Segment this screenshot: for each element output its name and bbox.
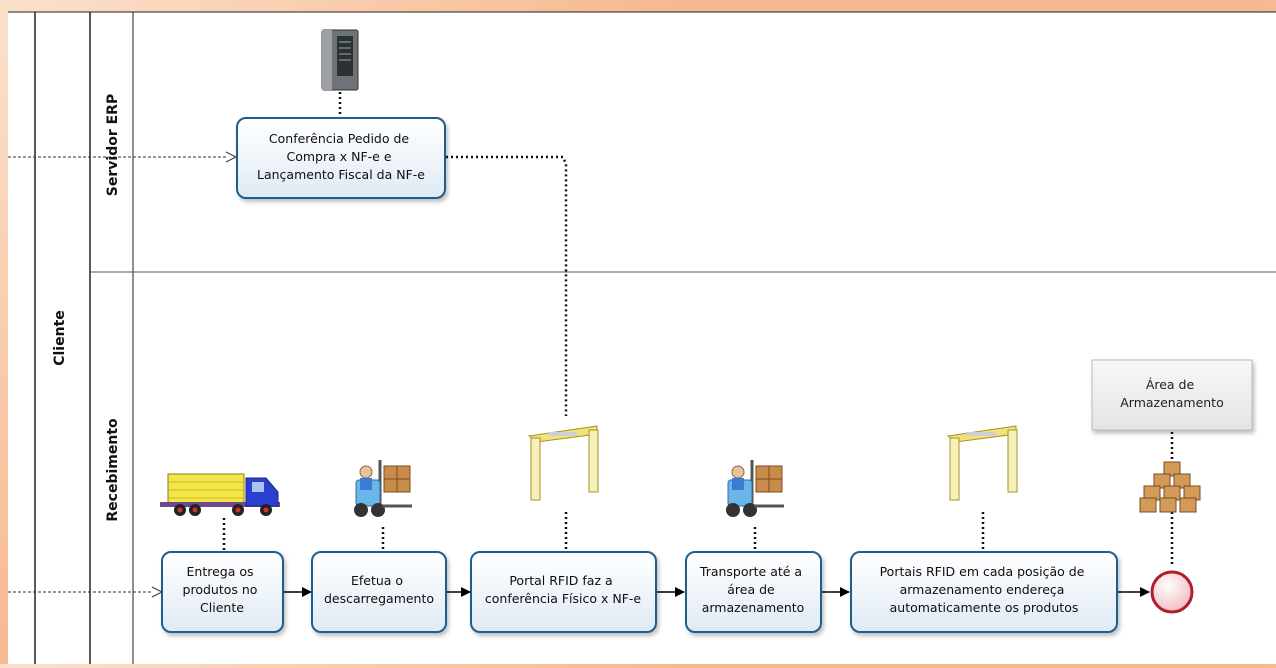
annotation-line-2: Armazenamento bbox=[1120, 395, 1223, 410]
end-event[interactable] bbox=[1150, 570, 1194, 614]
task-transporte[interactable]: Transporte até a área de armazenamento bbox=[685, 551, 822, 633]
task-conferencia[interactable]: Conferência Pedido de Compra x NF-e e La… bbox=[236, 117, 446, 199]
task-entrega-line-1: Entrega os bbox=[187, 564, 254, 579]
task-descarregamento[interactable]: Efetua o descarregamento bbox=[311, 551, 447, 633]
annotation-area-armazenamento[interactable]: Área de Armazenamento bbox=[1091, 359, 1253, 431]
svg-text:Entrega os produtos no: Entrega os produtos no Cliente bbox=[183, 564, 262, 615]
task-transporte-line-3: armazenamento bbox=[702, 600, 805, 615]
task-portais-rfid-line-3: automaticamente os produtos bbox=[890, 600, 1079, 615]
task-portais-rfid-line-1: Portais RFID em cada posição de bbox=[880, 564, 1085, 579]
message-flows bbox=[8, 157, 236, 592]
task-portal-rfid-line-1: Portal RFID faz a bbox=[509, 573, 612, 588]
task-descarregamento-line-2: descarregamento bbox=[324, 591, 434, 606]
svg-text:Portais RFID em cada posição d: Portais RFID em cada posição de armazena… bbox=[880, 564, 1089, 615]
svg-text:Área de Armazenamento: Área de Armazenamento bbox=[1120, 377, 1223, 410]
server-icon bbox=[321, 29, 359, 91]
task-portais-rfid[interactable]: Portais RFID em cada posição de armazena… bbox=[850, 551, 1118, 633]
forklift-icon bbox=[726, 460, 784, 517]
task-conferencia-line-3: Lançamento Fiscal da NF-e bbox=[257, 167, 425, 182]
associations bbox=[222, 92, 1174, 566]
rfid-portal-icon bbox=[527, 425, 599, 501]
lane-label-recebimento: Recebimento bbox=[105, 418, 121, 522]
lane-label-servidor-erp: Servidor ERP bbox=[105, 94, 121, 196]
svg-text:Conferência Pedido de Co: Conferência Pedido de Compra x NF-e e La… bbox=[257, 131, 425, 182]
rfid-portal-icon bbox=[946, 425, 1018, 501]
task-entrega[interactable]: Entrega os produtos no Cliente bbox=[161, 551, 284, 633]
task-conferencia-line-1: Conferência Pedido de bbox=[269, 131, 410, 146]
pool-borders bbox=[8, 11, 1276, 664]
task-descarregamento-line-1: Efetua o bbox=[351, 573, 403, 588]
truck-icon bbox=[160, 473, 280, 516]
pool-label: Cliente bbox=[52, 310, 68, 366]
task-conferencia-line-2: Compra x NF-e e bbox=[286, 149, 391, 164]
svg-text:Transporte até a área de: Transporte até a área de armazenamento bbox=[699, 564, 806, 615]
task-transporte-line-1: Transporte até a bbox=[699, 564, 802, 579]
task-entrega-line-3: Cliente bbox=[200, 600, 244, 615]
task-portal-rfid-line-2: conferência Físico x NF-e bbox=[485, 591, 642, 606]
forklift-icon bbox=[354, 460, 412, 517]
svg-text:Efetua o descarregamento: Efetua o descarregamento bbox=[324, 573, 434, 606]
task-entrega-line-2: produtos no bbox=[183, 582, 258, 597]
svg-text:Portal RFID faz a confer: Portal RFID faz a conferência Físico x N… bbox=[485, 573, 642, 606]
boxes-icon bbox=[1139, 461, 1201, 513]
task-portal-rfid[interactable]: Portal RFID faz a conferência Físico x N… bbox=[470, 551, 657, 633]
task-transporte-line-2: área de bbox=[727, 582, 775, 597]
task-portais-rfid-line-2: armazenamento endereça bbox=[900, 582, 1065, 597]
annotation-line-1: Área de bbox=[1146, 377, 1195, 392]
